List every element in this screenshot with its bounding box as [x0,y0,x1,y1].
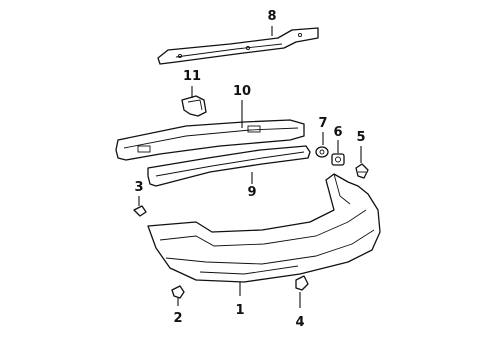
callout-8: 8 [267,9,276,24]
callout-1: 1 [235,303,244,318]
part-5-retainer [355,163,369,179]
part-2-push-pin [171,285,185,299]
part-10-absorber [115,119,305,161]
callout-7: 7 [318,116,327,131]
part-11-bracket [181,95,207,117]
callout-3: 3 [134,180,143,195]
callout-5: 5 [356,130,365,145]
part-4-clip [295,275,309,291]
part-3-clip [133,205,147,217]
callout-11: 11 [183,69,201,84]
callout-6: 6 [333,125,342,140]
callout-9: 9 [247,185,256,200]
part-7-clip [315,146,329,158]
part-1-bumper-cover [147,173,381,283]
part-6-nut [331,153,345,166]
callout-4: 4 [295,315,304,330]
callout-10: 10 [233,84,251,99]
part-9-pad [147,145,311,187]
callout-2: 2 [173,311,182,326]
part-8-reinforcement [157,27,319,65]
